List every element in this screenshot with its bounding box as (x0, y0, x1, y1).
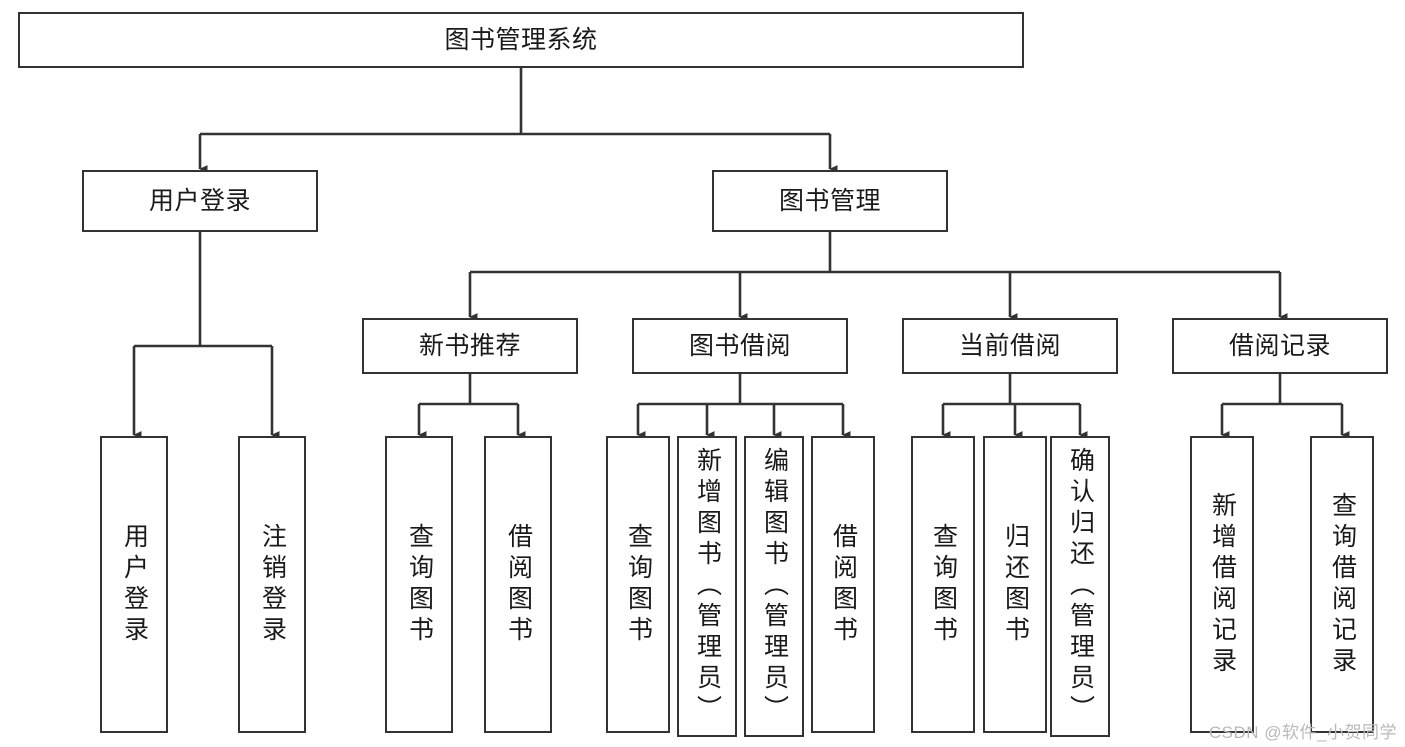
node-label: 图书管理系统 (444, 26, 598, 54)
node-leaf-10[interactable]: 确认归还（管理员） (1050, 436, 1110, 737)
node-label: 查询图书 (405, 522, 434, 647)
node-label: 注销登录 (258, 522, 287, 647)
node-leaf-1[interactable]: 注销登录 (238, 436, 306, 733)
node-l2-0[interactable]: 用户登录 (82, 170, 318, 232)
node-label: 借阅图书 (829, 522, 858, 647)
node-label: 新增借阅记录 (1208, 491, 1237, 678)
node-leaf-11[interactable]: 新增借阅记录 (1190, 436, 1254, 733)
node-label: 当前借阅 (958, 332, 1061, 360)
node-leaf-6[interactable]: 编辑图书（管理员） (744, 436, 804, 737)
node-leaf-7[interactable]: 借阅图书 (811, 436, 875, 733)
node-leaf-2[interactable]: 查询图书 (385, 436, 453, 733)
node-root[interactable]: 图书管理系统 (18, 12, 1024, 68)
node-l2-1[interactable]: 图书管理 (712, 170, 948, 232)
node-leaf-12[interactable]: 查询借阅记录 (1310, 436, 1374, 733)
node-leaf-4[interactable]: 查询图书 (606, 436, 670, 733)
node-label: 用户登录 (148, 187, 251, 215)
node-label: 新书推荐 (418, 332, 521, 360)
node-label: 查询图书 (929, 522, 958, 647)
csdn-watermark: CSDN @软件_小贺同学 (1208, 723, 1397, 742)
node-label: 借阅图书 (504, 522, 533, 647)
node-label: 用户登录 (120, 522, 149, 647)
node-leaf-3[interactable]: 借阅图书 (484, 436, 552, 733)
node-label: 确认归还（管理员） (1066, 447, 1095, 726)
node-label: 查询借阅记录 (1328, 491, 1357, 678)
node-label: 新增图书（管理员） (693, 447, 722, 726)
node-label: 归还图书 (1001, 522, 1030, 647)
node-label: 编辑图书（管理员） (760, 447, 789, 726)
node-leaf-0[interactable]: 用户登录 (100, 436, 168, 733)
node-l3-0[interactable]: 新书推荐 (362, 318, 578, 374)
node-l3-1[interactable]: 图书借阅 (632, 318, 848, 374)
node-leaf-9[interactable]: 归还图书 (983, 436, 1047, 733)
node-leaf-5[interactable]: 新增图书（管理员） (677, 436, 737, 737)
node-l3-2[interactable]: 当前借阅 (902, 318, 1118, 374)
node-l3-3[interactable]: 借阅记录 (1172, 318, 1388, 374)
node-label: 借阅记录 (1228, 332, 1331, 360)
node-label: 图书管理 (778, 187, 881, 215)
node-label: 查询图书 (624, 522, 653, 647)
node-label: 图书借阅 (688, 332, 791, 360)
node-leaf-8[interactable]: 查询图书 (911, 436, 975, 733)
